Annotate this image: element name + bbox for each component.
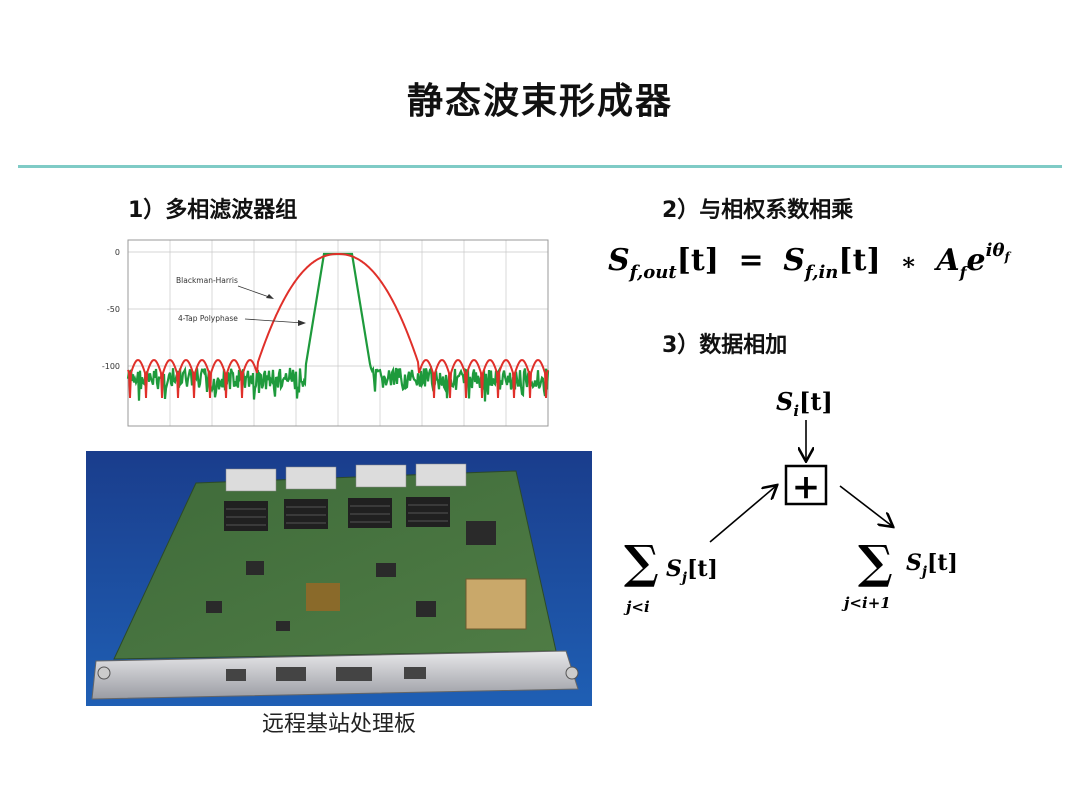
left-sum-limit: j<i [623,598,650,616]
adder-plus-icon: + [792,467,821,507]
right-sum-limit: j<i+1 [841,594,891,612]
svg-text:Sf,out[t] = Sf,in[t]: Sf,out[t] = Sf,in[t] ∗ Afeiθf [608,240,1011,283]
y-tick-minus-100: -100 [102,362,120,371]
section-data-sum: 3）数据相加 [662,333,788,358]
formula-e: e [967,243,986,278]
formula-sub-in: f,in [803,262,839,283]
formula-sup-e-sub: f [1003,250,1011,264]
plot-grid [128,240,548,426]
y-tick-0: 0 [115,248,120,257]
base-station-board-photo [86,451,592,706]
filter-response-plot: 0 -50 -100 Blackman-Harris 4-Tap Polypha… [100,228,552,428]
label-blackman-harris: Blackman-Harris [176,276,238,285]
arrowhead-blackman-harris [266,294,274,299]
arrow-adder-to-right [839,485,892,526]
arrow-blackman-harris [237,285,273,299]
formula-sub-a: f [959,263,970,282]
left-sigma: ∑ [624,535,659,589]
formula-s-in: S [783,243,805,278]
arrow-4-tap-polyphase [244,318,304,324]
formula-t2: [t] [838,243,880,278]
formula-sub-out: f,out [628,262,678,283]
formula-equals: = [739,243,764,278]
weighting-formula: Sf,out[t] = Sf,in[t] ∗ Afeiθf [608,240,1011,283]
formula-s-out: S [608,243,630,278]
label-4-tap-polyphase: 4-Tap Polyphase [178,314,238,323]
adder-box [784,464,828,506]
formula-t1: [t] [677,243,719,278]
formula-multiply: ∗ [900,247,917,276]
formula-a: A [933,243,959,278]
photo-caption: 远程基站处理板 [261,712,416,737]
summation-diagram: Si[t] + ∑ Sj[t] j<i ∑ Sj[t] j<i+1 [623,387,958,616]
section-polyphase-filter-bank: 1）多相滤波器组 [128,198,298,223]
y-tick-minus-50: -50 [107,305,120,314]
section-phase-weight-multiply: 2）与相权系数相乘 [662,198,854,223]
slide-title: 静态波束形成器 [406,81,673,122]
left-sum-term: Sj[t] [666,556,718,586]
blackman-harris-response-curve [127,253,549,399]
formula-sup-e: iθ [986,240,1005,261]
right-sigma: ∑ [858,535,893,589]
right-sum-term: Sj[t] [906,550,958,580]
arrowhead-4-tap-polyphase [298,320,306,326]
top-signal-label: Si[t] [776,387,833,420]
title-divider [18,165,1062,168]
arrow-left-to-adder [709,486,776,543]
